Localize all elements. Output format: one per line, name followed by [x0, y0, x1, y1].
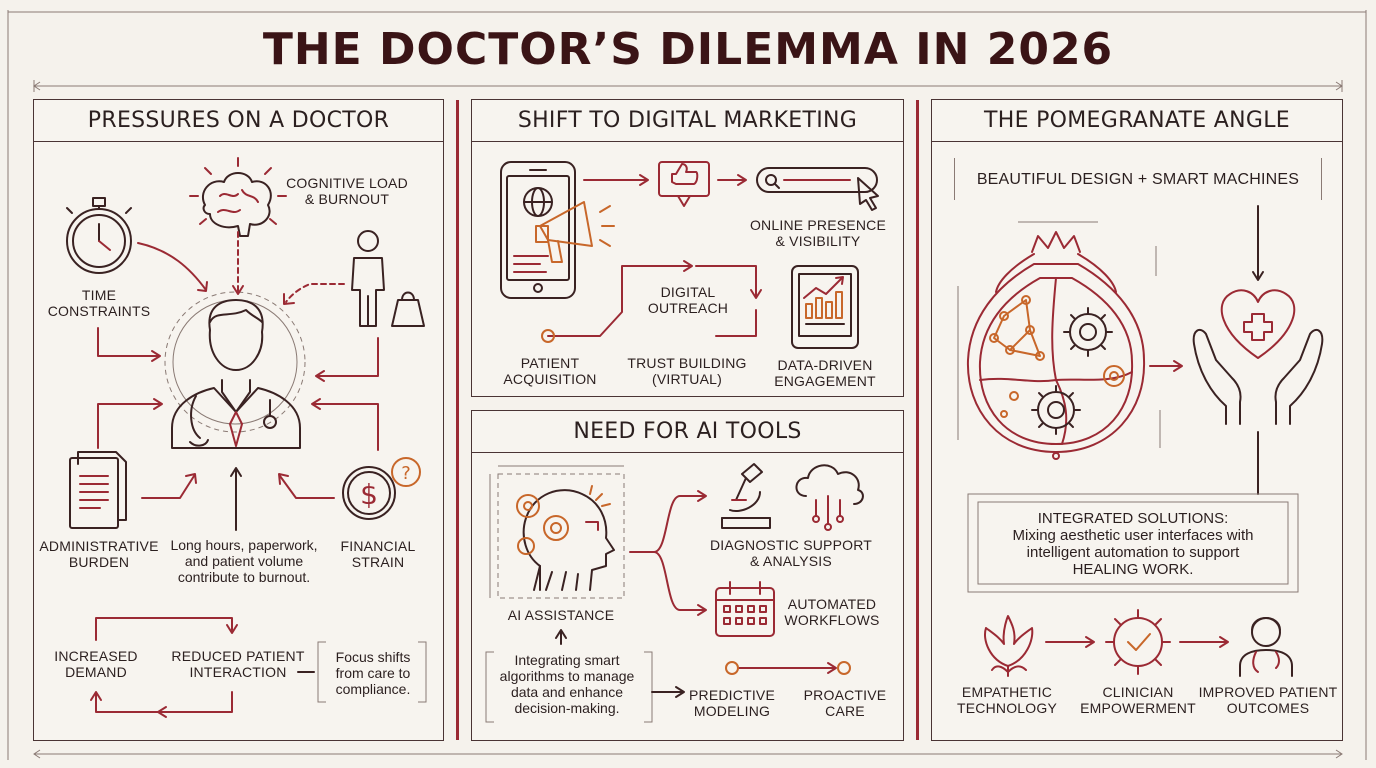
label-cognitive-load: COGNITIVE LOAD & BURNOUT [286, 175, 408, 207]
panel-pomegranate-heading: THE POMEGRANATE ANGLE [932, 100, 1342, 142]
like-icon [658, 161, 710, 207]
subtitle-beautiful-design: BEAUTIFUL DESIGN + SMART MACHINES [976, 171, 1300, 188]
label-online-presence: ONLINE PRESENCE & VISIBILITY [749, 217, 887, 249]
page-title: THE DOCTOR’S DILEMMA IN 2026 [262, 24, 1114, 75]
gear-check-icon [1105, 609, 1171, 675]
label-trust-building: TRUST BUILDING (VIRTUAL) [627, 355, 747, 387]
ai-arrows [485, 490, 851, 723]
calendar-icon [715, 581, 775, 637]
digital-arrows [541, 174, 762, 343]
outcome-arrows [1045, 636, 1229, 648]
integrated-box [967, 493, 1299, 593]
label-proactive-care: PROACTIVE CARE [803, 687, 887, 719]
cloud-network-icon [795, 464, 864, 531]
patient-icon [1239, 617, 1293, 677]
brain-icon [189, 157, 287, 237]
caption-burnout: Long hours, paperwork, and patient volum… [170, 537, 318, 585]
panel-digital-heading: SHIFT TO DIGITAL MARKETING [472, 100, 903, 142]
label-time-constraints: TIME CONSTRAINTS [47, 287, 151, 319]
panel-ai-heading: NEED FOR AI TOOLS [472, 411, 903, 453]
search-bar-icon [756, 167, 879, 211]
microscope-icon [721, 463, 771, 529]
label-diagnostic-support: DIAGNOSTIC SUPPORT & ANALYSIS [709, 537, 873, 569]
pomegranate-arrows [1149, 205, 1264, 495]
cycle-arrows [90, 617, 427, 718]
coin-icon: $ ? [342, 457, 421, 520]
phone-megaphone-icon [500, 161, 615, 299]
label-reduced-interaction: REDUCED PATIENT INTERACTION [171, 648, 305, 680]
subtitle-box [954, 158, 1322, 200]
divider-left [456, 100, 459, 740]
ai-head-icon [489, 465, 625, 599]
label-automated-workflows: AUTOMATED WORKFLOWS [784, 596, 880, 628]
label-improved-outcomes: IMPROVED PATIENT OUTCOMES [1198, 684, 1338, 716]
heart-hands-icon [1192, 289, 1324, 425]
label-financial-strain: FINANCIAL STRAIN [340, 538, 416, 570]
label-ai-assistance: AI ASSISTANCE [507, 607, 615, 623]
person-icon [351, 230, 385, 327]
stopwatch-icon [66, 197, 132, 274]
label-administrative-burden: ADMINISTRATIVE BURDEN [39, 538, 159, 570]
tablet-chart-icon [791, 265, 859, 349]
label-clinician-empowerment: CLINICIAN EMPOWERMENT [1080, 684, 1196, 716]
caption-focus-shifts: Focus shifts from care to compliance. [335, 649, 411, 697]
label-increased-demand: INCREASED DEMAND [54, 648, 138, 680]
pomegranate-icon [957, 221, 1161, 460]
panel-pomegranate: THE POMEGRANATE ANGLE [931, 99, 1343, 741]
label-digital-outreach: DIGITAL OUTREACH [647, 284, 729, 316]
label-patient-acquisition: PATIENT ACQUISITION [503, 355, 597, 387]
panel-ai-tools: NEED FOR AI TOOLS [471, 410, 904, 741]
svg-text:$: $ [360, 478, 378, 511]
divider-right [916, 100, 919, 740]
label-empathetic-technology: EMPATHETIC TECHNOLOGY [956, 684, 1057, 716]
pressure-arrows [97, 231, 379, 531]
label-predictive-modeling: PREDICTIVE MODELING [688, 687, 775, 719]
label-data-driven: DATA-DRIVEN ENGAGEMENT [774, 357, 876, 389]
caption-integrated-solutions: INTEGRATED SOLUTIONS: Mixing aesthetic u… [1012, 510, 1254, 578]
documents-icon [69, 451, 127, 529]
doctor-icon [164, 291, 306, 449]
weight-icon [391, 291, 425, 327]
caption-integrating: Integrating smart algorithms to manage d… [499, 652, 635, 716]
panel-pressures-heading: PRESSURES ON A DOCTOR [34, 100, 443, 142]
flower-icon [984, 615, 1034, 677]
svg-text:?: ? [401, 463, 411, 484]
